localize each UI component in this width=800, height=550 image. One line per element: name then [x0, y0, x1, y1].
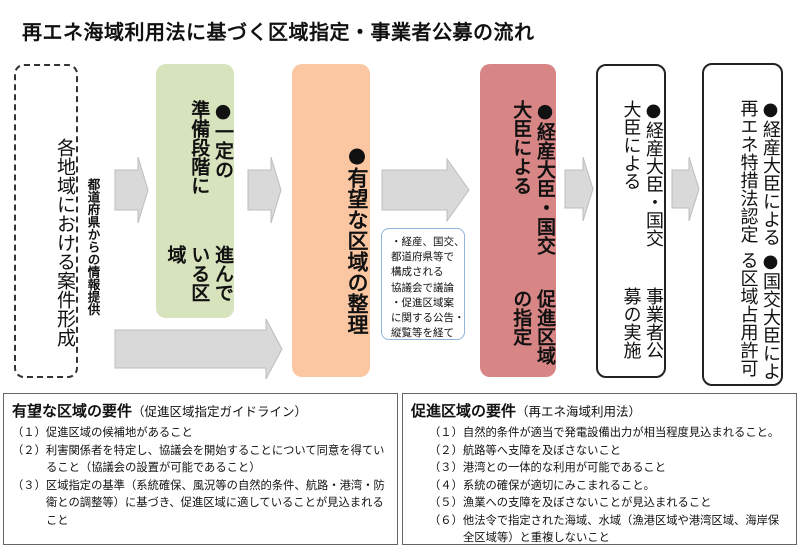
- requirement-item: （１）自然的条件が適当で発電設備出力が相当程度見込まれること。: [429, 426, 780, 439]
- note-line: ・促進区域案: [391, 296, 454, 309]
- panel-subheading: （再エネ海域利用法）: [516, 404, 642, 419]
- step-label: 各地域における案件形成: [54, 137, 76, 347]
- requirement-item: （３）区域指定の基準（系統確保、風況等の自然的条件、航路・港湾・防衛との調整等）…: [12, 478, 385, 527]
- arrow-right-icon: [671, 156, 700, 222]
- step-label: ●国交大臣による区域占用許可: [737, 250, 782, 380]
- promotion-area-requirements-panel: 促進区域の要件（再エネ海域利用法） （１）自然的条件が適当で発電設備出力が相当程…: [402, 393, 797, 545]
- step-label: ●有望な区域の整理: [345, 142, 369, 335]
- arrow-right-icon: [247, 156, 282, 224]
- process-note: ・経産、国交、 都道府県等で 構成される 協議会で議論 ・促進区域案 に関する公…: [381, 228, 465, 340]
- step-promotion-area-designation: ●経産大臣・国交大臣による 促進区域の指定: [480, 64, 556, 377]
- panel-heading: 促進区域の要件: [411, 402, 517, 420]
- requirement-item: （３）港湾との一体的な利用が可能であること: [429, 461, 667, 474]
- step-label: 促進区域の指定: [510, 289, 556, 366]
- requirement-item: （５）漁業への支障を及ぼさないことが見込まれること: [429, 496, 712, 509]
- step-label: ●経産大臣による再エネ特措法認定: [737, 99, 782, 246]
- step-promising-areas: ●有望な区域の整理: [292, 64, 370, 377]
- step-certification-and-permit: ●経産大臣による再エネ特措法認定 ●国交大臣による区域占用許可: [702, 63, 783, 386]
- step-label: 事業者公募の実施: [620, 286, 665, 359]
- step-label: ●経産大臣・国交大臣による: [620, 100, 665, 247]
- step-operator-selection: ●経産大臣・国交大臣による 事業者公募の実施: [596, 64, 666, 378]
- prefecture-info-label: 都道府県からの情報提供: [85, 178, 101, 316]
- promising-area-requirements-panel: 有望な区域の要件（促進区域指定ガイドライン） （１）促進区域の候補地があること …: [3, 393, 398, 545]
- page-title: 再エネ海域利用法に基づく区域指定・事業者公募の流れ: [22, 20, 535, 44]
- arrow-right-long-icon: [114, 318, 283, 380]
- panel-heading: 有望な区域の要件: [12, 402, 133, 420]
- arrow-right-icon: [381, 158, 470, 222]
- note-line: 構成される: [391, 266, 444, 279]
- note-line: に関する公告・: [391, 312, 465, 325]
- note-line: 協議会で議論: [391, 281, 454, 294]
- requirement-item: （４）系統の確保が適切にみこまれること。: [429, 478, 655, 492]
- step-label: ●一定の準備段階に: [188, 100, 234, 195]
- requirement-item: （２）航路等へ支障を及ぼさないこと: [429, 443, 622, 457]
- step-label: ●経産大臣・国交大臣による: [510, 100, 556, 255]
- note-line: 都道府県等で: [391, 251, 454, 264]
- arrow-right-icon: [564, 156, 594, 222]
- requirement-item: （６）他法令で指定された海域、水域（漁港区域や港湾区域、海岸保全区域等）と重複し…: [429, 513, 780, 545]
- arrow-right-icon: [114, 156, 149, 224]
- note-line: ・経産、国交、: [391, 236, 465, 248]
- requirement-item: （１）促進区域の候補地があること: [12, 426, 193, 439]
- step-prepared-areas: ●一定の準備段階に 進んでいる区域: [156, 64, 234, 318]
- step-local-project-formation: 各地域における案件形成: [14, 64, 78, 378]
- note-line: 縦覧等を経て: [391, 327, 454, 340]
- step-label: 進んでいる区域: [164, 244, 235, 302]
- requirement-item: （２）利害関係者を特定し、協議会を開始することについて同意を得ていること（協議会…: [12, 443, 385, 475]
- panel-subheading: （促進区域指定ガイドライン）: [132, 404, 308, 419]
